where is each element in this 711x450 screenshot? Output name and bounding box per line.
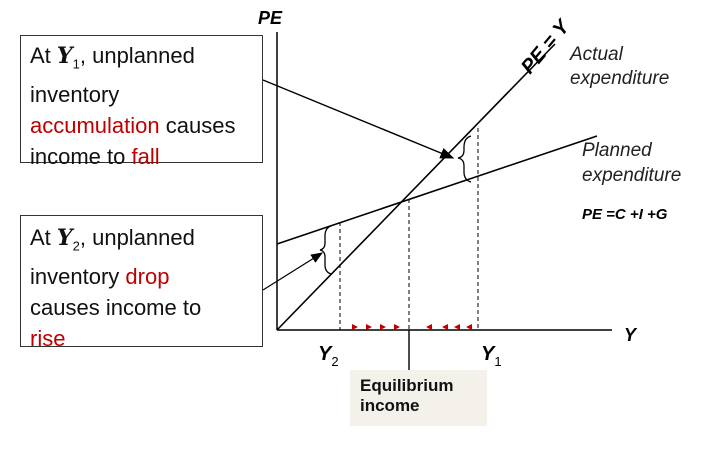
- drop-highlight: drop: [125, 264, 170, 290]
- fall-highlight: fall: [131, 144, 160, 170]
- equilibrium-income-box: Equilibrium income: [350, 370, 487, 426]
- y2-tick-label: Y2: [318, 343, 339, 369]
- actual-expenditure-label-2: expenditure: [570, 68, 669, 89]
- adjustment-arrows-right: [352, 324, 400, 330]
- equilibrium-label-2: income: [360, 396, 420, 415]
- y2-gap-brace: [319, 225, 332, 275]
- planned-expenditure-line: [276, 135, 598, 245]
- accumulation-highlight: accumulation: [30, 113, 160, 139]
- pe-equals-y-label: PE = Y: [517, 15, 575, 78]
- adjustment-arrows-left: [426, 324, 472, 330]
- planned-expenditure-label-2: expenditure: [582, 165, 681, 186]
- actual-expenditure-label-1: Actual: [569, 44, 624, 65]
- planned-expenditure-label-1: Planned: [582, 140, 653, 161]
- callout-y2: At Y2, unplanned inventory drop causes i…: [20, 215, 263, 351]
- rise-highlight: rise: [30, 326, 66, 352]
- y1-var: Y: [56, 43, 73, 69]
- y2-pointer-arrow: [262, 252, 324, 291]
- y1-gap-brace: [457, 135, 472, 183]
- planned-expenditure-formula: PE =C +I +G: [582, 206, 668, 223]
- equilibrium-label-1: Equilibrium: [360, 376, 454, 395]
- y1-pointer-arrow: [262, 79, 455, 159]
- y1-tick-label: Y1: [481, 343, 502, 369]
- pe-equals-y-line: [276, 43, 556, 331]
- x-axis-label: Y: [624, 325, 638, 345]
- y2-var: Y: [56, 225, 73, 251]
- callout-y1: At Y1, unplanned inventory accumulation …: [20, 35, 263, 169]
- y-axis-label: PE: [258, 8, 283, 28]
